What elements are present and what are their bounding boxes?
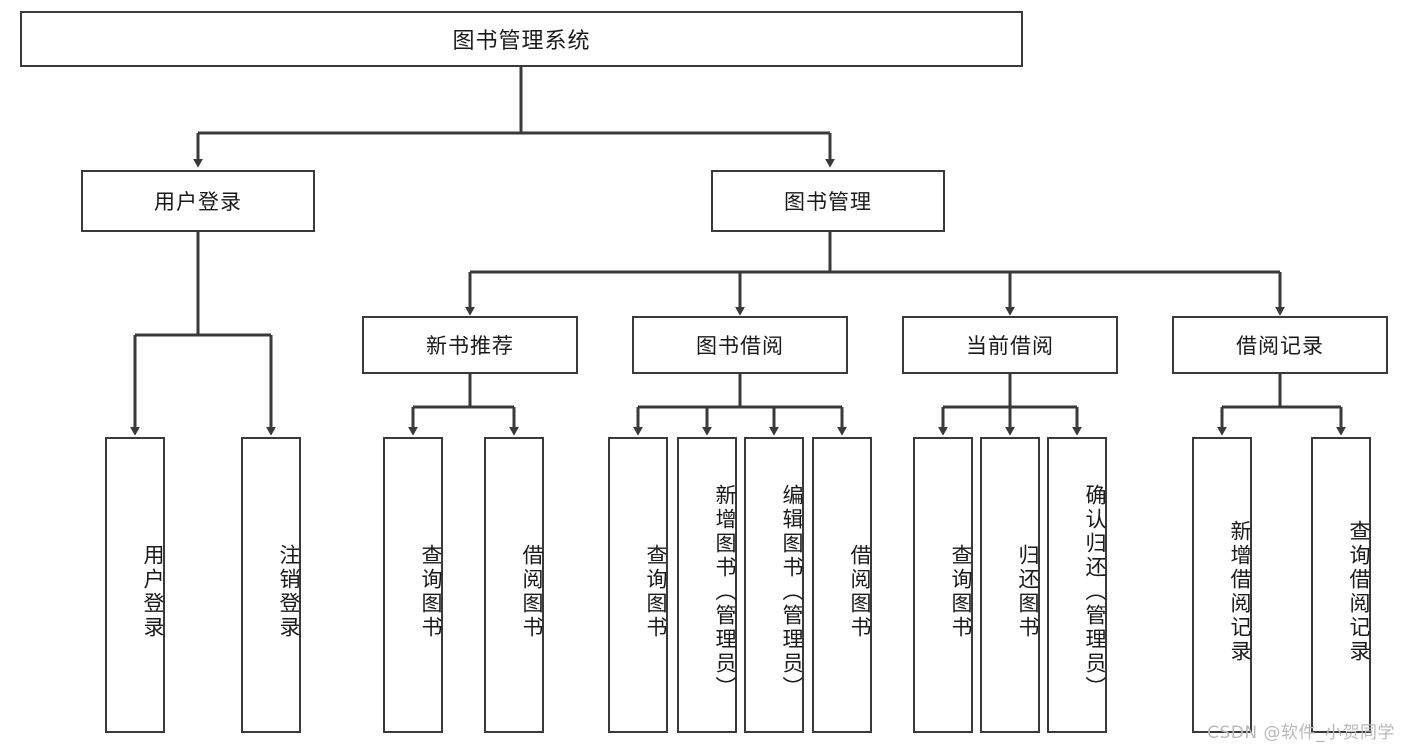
- node-root[interactable]: 图书管理系统: [20, 11, 1023, 67]
- leaf-query-borrow-record[interactable]: 查询借阅记录: [1311, 437, 1371, 733]
- leaf-borrow-book-new[interactable]: 借阅图书: [484, 437, 544, 733]
- leaf-confirm-return-admin[interactable]: 确认归还（管理员）: [1047, 437, 1107, 733]
- leaf-return-book[interactable]: 归还图书: [980, 437, 1040, 733]
- node-new-book-recommend[interactable]: 新书推荐: [362, 316, 578, 374]
- leaf-query-book-new[interactable]: 查询图书: [383, 437, 443, 733]
- leaf-edit-book-admin[interactable]: 编辑图书（管理员）: [744, 437, 804, 733]
- node-book-borrow[interactable]: 图书借阅: [632, 316, 848, 374]
- leaf-borrow-book[interactable]: 借阅图书: [812, 437, 872, 733]
- node-book-management[interactable]: 图书管理: [711, 170, 945, 232]
- watermark: CSDN @软件_小贺同学: [1207, 723, 1395, 743]
- leaf-logout[interactable]: 注销登录: [241, 437, 301, 733]
- node-user-login[interactable]: 用户登录: [81, 170, 315, 232]
- node-borrow-record[interactable]: 借阅记录: [1172, 316, 1388, 374]
- node-current-borrow[interactable]: 当前借阅: [902, 316, 1118, 374]
- leaf-add-book-admin[interactable]: 新增图书（管理员）: [677, 437, 737, 733]
- leaf-user-login[interactable]: 用户登录: [105, 437, 165, 733]
- leaf-add-borrow-record[interactable]: 新增借阅记录: [1192, 437, 1252, 733]
- leaf-query-book-borrow[interactable]: 查询图书: [608, 437, 668, 733]
- leaf-query-book-current[interactable]: 查询图书: [913, 437, 973, 733]
